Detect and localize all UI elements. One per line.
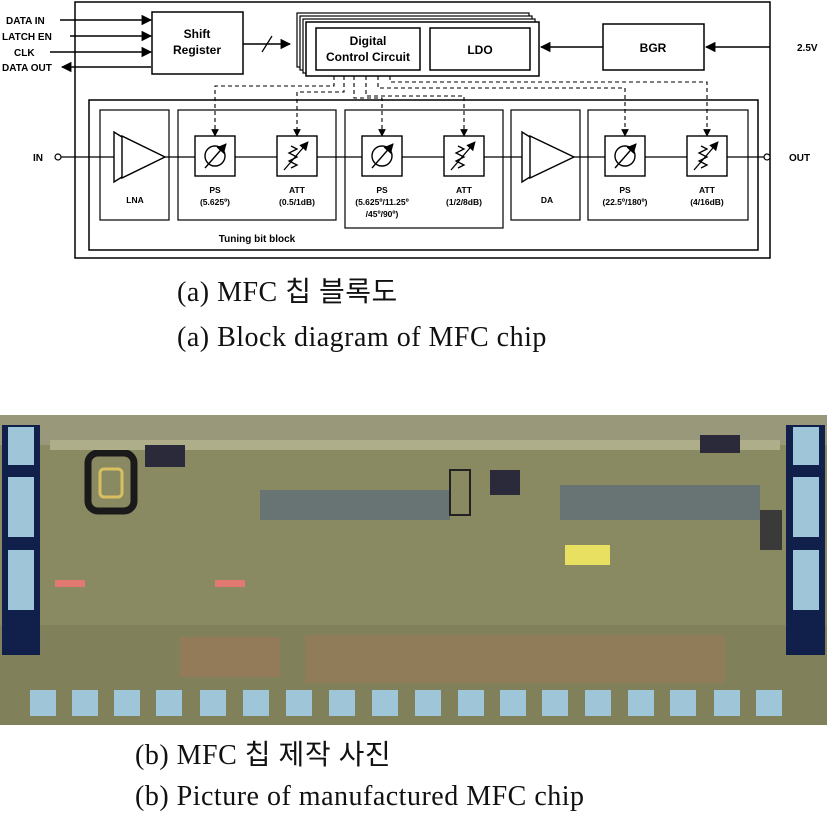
phase-shifter-2: PS (5.625º/11.25º /45º/90º)	[355, 135, 409, 219]
rf-input-label: IN	[33, 153, 43, 164]
caption-b-korean: (b) MFC 칩 제작 사진	[135, 740, 392, 771]
digital-control-block	[315, 27, 421, 71]
lna-amplifier: LNA	[113, 130, 167, 205]
svg-text:ATT: ATT	[699, 185, 716, 195]
signal-data-in: DATA IN	[6, 16, 45, 27]
svg-text:Register: Register	[173, 43, 221, 57]
svg-text:LDO: LDO	[467, 43, 492, 57]
rf-output-label: OUT	[789, 153, 810, 164]
svg-text:BGR: BGR	[640, 41, 667, 55]
svg-text:Digital: Digital	[350, 34, 387, 48]
caption-b-english: (b) Picture of manufactured MFC chip	[135, 781, 585, 812]
da-amplifier: DA	[521, 130, 576, 205]
svg-text:PS: PS	[376, 185, 388, 195]
control-lines	[211, 76, 711, 137]
svg-text:PS: PS	[209, 185, 221, 195]
svg-text:PS: PS	[619, 185, 631, 195]
svg-text:ATT: ATT	[289, 185, 306, 195]
digital-control-stack: Digital Control Circuit LDO	[296, 12, 540, 77]
signal-data-out: DATA OUT	[2, 63, 52, 74]
attenuator-2: ATT (1/2/8dB)	[443, 135, 485, 207]
tuning-bit-block-label: Tuning bit block	[219, 234, 296, 245]
tuning-bit-block-frame	[177, 109, 337, 221]
phase-shifter-3: PS (22.5º/180º)	[603, 135, 648, 207]
svg-text:(1/2/8dB): (1/2/8dB)	[446, 197, 482, 207]
svg-text:Shift: Shift	[184, 27, 211, 41]
caption-a-english: (a) Block diagram of MFC chip	[177, 322, 547, 353]
attenuator-3: ATT (4/16dB)	[686, 135, 728, 207]
diagram-frame	[74, 1, 771, 259]
svg-text:(22.5º/180º): (22.5º/180º)	[603, 197, 648, 207]
svg-text:LNA: LNA	[126, 195, 143, 205]
shift-register-block: Shift Register	[151, 11, 244, 75]
supply-label: 2.5V	[797, 43, 818, 54]
block-diagram: DATA IN LATCH EN CLK DATA OUT Shift Regi…	[2, 1, 818, 259]
phase-shifter-1: PS (5.625º)	[194, 135, 236, 207]
svg-text:(5.625º/11.25º: (5.625º/11.25º	[355, 197, 408, 207]
svg-text:ATT: ATT	[456, 185, 473, 195]
svg-text:(0.5/1dB): (0.5/1dB)	[279, 197, 315, 207]
svg-text:(5.625º): (5.625º)	[200, 197, 230, 207]
signal-latch-en: LATCH EN	[2, 32, 52, 43]
ldo-block	[429, 27, 531, 71]
rf-chain-frame	[88, 99, 759, 251]
signal-clk: CLK	[14, 48, 35, 59]
chip-photo	[0, 415, 827, 725]
bgr-block: BGR	[602, 23, 705, 71]
svg-text:Control Circuit: Control Circuit	[326, 50, 410, 64]
svg-text:DA: DA	[541, 195, 553, 205]
caption-a-korean: (a) MFC 칩 블록도	[177, 277, 398, 308]
attenuator-1: ATT (0.5/1dB)	[276, 135, 318, 207]
svg-text:(4/16dB): (4/16dB)	[690, 197, 724, 207]
svg-text:/45º/90º): /45º/90º)	[366, 209, 399, 219]
